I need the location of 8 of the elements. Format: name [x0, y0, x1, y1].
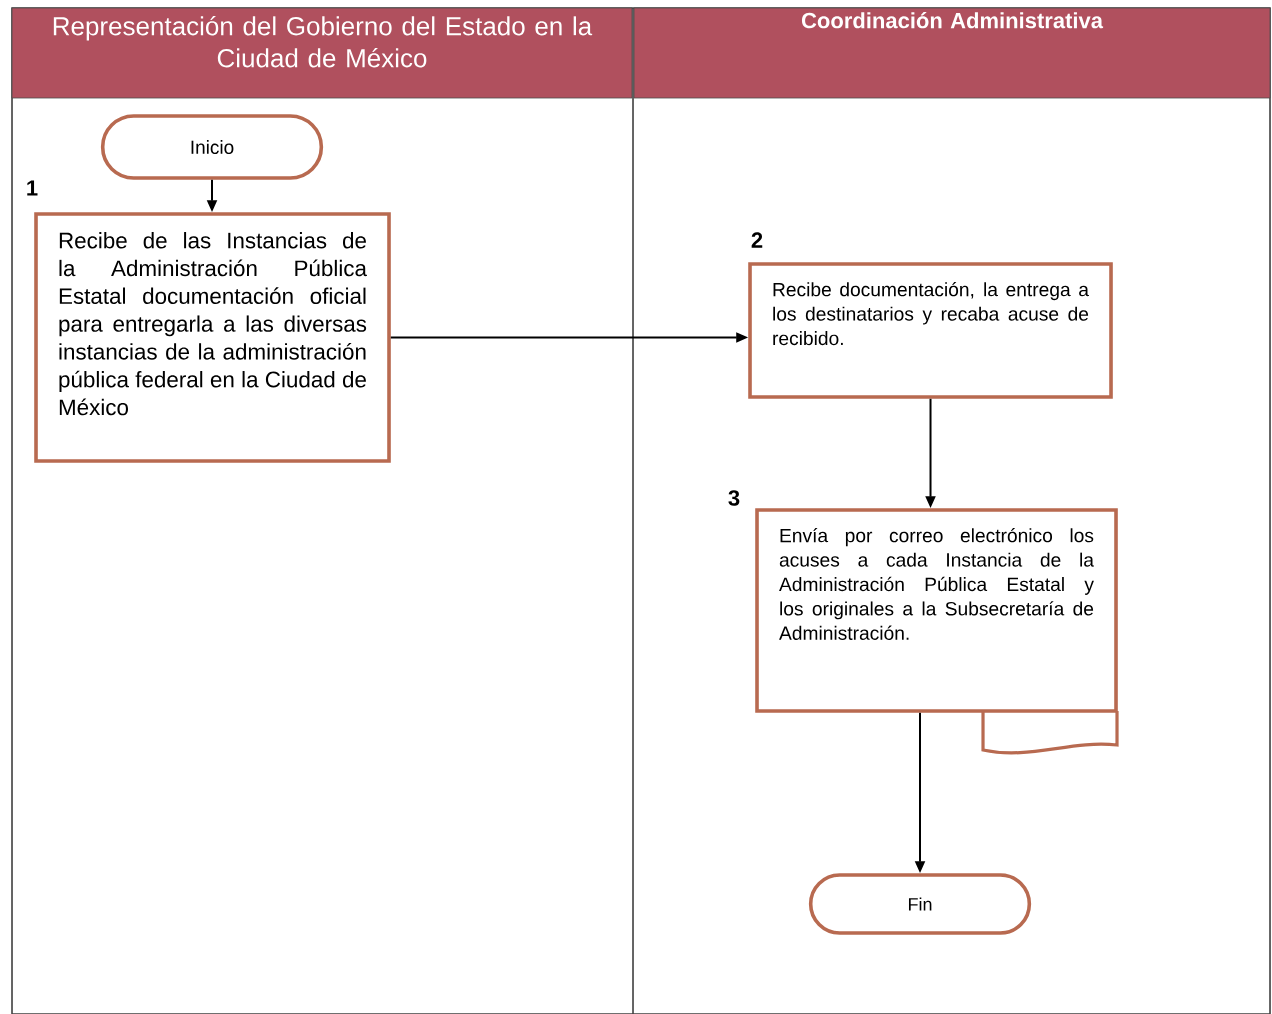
step-number: 3 — [728, 490, 740, 506]
process-box: Recibe de las Instancias de la Administración Pública Estatal documentación oficial para entregarla a las diversas instancias de la administración pública federal en la Ciudad de México — [34, 212, 391, 463]
lane-header: Representación del Gobierno del Estado en la Ciudad de México — [11, 7, 633, 99]
process-box: Recibe documentación, la entrega a los destinatarios y recaba acuse de recibido. — [748, 262, 1113, 399]
lane-header: Coordinación Administrativa — [633, 7, 1271, 99]
step-number: 1 — [27, 180, 38, 196]
step-number: 2 — [751, 232, 763, 248]
process-box: Envía por correo electrónico los acuses a cada Instancia de la Administración Pública Estatal y los originales a la Subsecretaría de Administración. — [755, 508, 1118, 713]
